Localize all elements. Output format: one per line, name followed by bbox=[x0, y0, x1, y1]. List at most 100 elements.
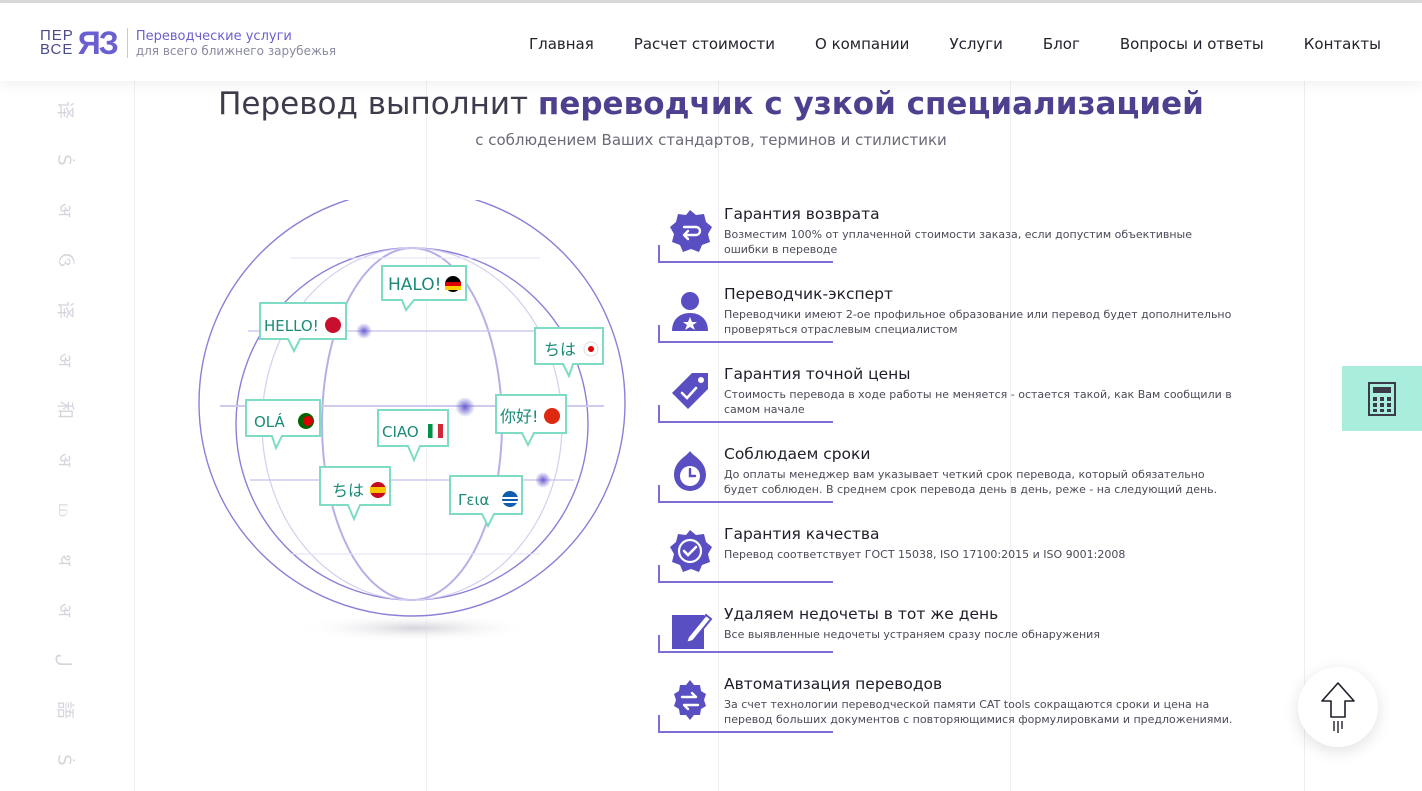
logo[interactable]: ПЕР ВСЕ ЯЗ Переводческие услуги для всег… bbox=[40, 25, 336, 61]
arrow-up-icon bbox=[1321, 682, 1355, 733]
feature-corner-line bbox=[658, 485, 660, 503]
feature-title: Гарантия точной цены bbox=[724, 365, 911, 383]
main-nav: Главная Расчет стоимости О компании Услу… bbox=[529, 35, 1381, 53]
bubble-text: Γεια bbox=[458, 491, 490, 509]
feature-corner-line bbox=[658, 405, 660, 423]
feature-deadlines: Соблюдаем сроки До оплаты менеджер вам у… bbox=[658, 445, 1238, 525]
globe-shadow bbox=[295, 614, 535, 642]
calculator-icon bbox=[1368, 381, 1396, 416]
feature-desc: Все выявленные недочеты устраняем сразу … bbox=[724, 628, 1100, 641]
scroll-to-top-button[interactable] bbox=[1298, 667, 1378, 747]
bubble-ciao: CIAO bbox=[377, 409, 449, 463]
feature-underline bbox=[658, 731, 833, 733]
feature-automation: Автоматизация переводов За счет технолог… bbox=[658, 675, 1238, 755]
feature-expert: Переводчик-эксперт Переводчики имеют 2-о… bbox=[658, 285, 1238, 365]
glyph: अ bbox=[53, 203, 75, 217]
logo-wordmark: ПЕР ВСЕ bbox=[40, 27, 74, 58]
feature-title: Удаляем недочеты в тот же день bbox=[724, 605, 999, 623]
logo-separator bbox=[126, 28, 128, 58]
glyph: अ bbox=[53, 603, 75, 617]
features-list: Гарантия возврата Возместим 100% от упла… bbox=[658, 205, 1238, 755]
feature-underline bbox=[658, 501, 833, 503]
bubble-jp2: ちは bbox=[319, 466, 391, 522]
price-tag-icon bbox=[672, 373, 708, 409]
feature-underline bbox=[658, 341, 833, 343]
logo-line2: ВСЕ bbox=[40, 41, 74, 58]
feature-title: Гарантия качества bbox=[724, 525, 880, 543]
glyph: Ṡ bbox=[54, 154, 75, 166]
feature-title: Переводчик-эксперт bbox=[724, 285, 894, 303]
feature-title: Соблюдаем сроки bbox=[724, 445, 871, 463]
globe-outer-ring bbox=[198, 200, 626, 617]
nav-pricing[interactable]: Расчет стоимости bbox=[633, 35, 775, 53]
glyph: थ bbox=[53, 554, 75, 566]
feature-desc: Перевод соответствует ГОСТ 15038, ISO 17… bbox=[724, 548, 1126, 561]
bubble-geia: Γεια bbox=[449, 475, 523, 529]
nav-contacts[interactable]: Контакты bbox=[1303, 35, 1381, 53]
bubble-text: ちは bbox=[544, 340, 576, 359]
clock-icon bbox=[674, 451, 706, 491]
feature-desc: Переводчики имеют 2-ое профильное образо… bbox=[724, 308, 1232, 336]
nav-about[interactable]: О компании bbox=[815, 35, 910, 53]
feature-fixes: Удаляем недочеты в тот же день Все выявл… bbox=[658, 605, 1238, 675]
bubble-halo: HALO! bbox=[381, 265, 467, 312]
nav-blog[interactable]: Блог bbox=[1042, 35, 1080, 53]
globe-node bbox=[356, 323, 372, 339]
title-bold: переводчик с узкой специализацией bbox=[537, 86, 1204, 122]
bubble-nihao: 你好! bbox=[495, 394, 567, 448]
feature-underline bbox=[658, 651, 833, 653]
feature-desc: За счет технологии переводческой памяти … bbox=[724, 698, 1233, 726]
bubble-text: 你好! bbox=[500, 407, 538, 426]
expert-icon bbox=[672, 292, 708, 331]
page-subtitle: с соблюдением Ваших стандартов, терминов… bbox=[475, 131, 947, 149]
globe-node bbox=[455, 397, 475, 417]
guide-line bbox=[134, 81, 135, 791]
bubble-hello: HELLO! bbox=[259, 302, 347, 354]
title-regular: Перевод выполнит bbox=[218, 86, 529, 122]
feature-refund: Гарантия возврата Возместим 100% от упла… bbox=[658, 205, 1238, 285]
guide-line bbox=[1304, 81, 1305, 791]
calculator-button[interactable] bbox=[1342, 366, 1422, 431]
feature-desc: До оплаты менеджер вам указывает четкий … bbox=[724, 468, 1218, 496]
glyph: ﻝ bbox=[53, 653, 75, 667]
feature-quality: Гарантия качества Перевод соответствует … bbox=[658, 525, 1238, 605]
bubble-text: HALO! bbox=[388, 275, 441, 295]
quality-check-icon bbox=[670, 530, 712, 572]
logo-tagline: Переводческие услуги для всего ближнего … bbox=[136, 29, 336, 58]
feature-corner-line bbox=[658, 245, 660, 263]
feature-underline bbox=[658, 261, 833, 263]
site-header: ПЕР ВСЕ ЯЗ Переводческие услуги для всег… bbox=[0, 3, 1422, 81]
tagline-secondary: для всего ближнего зарубежья bbox=[135, 43, 337, 58]
feature-price: Гарантия точной цены Стоимость перевода … bbox=[658, 365, 1238, 445]
bubble-jp1: ちは bbox=[534, 327, 604, 379]
bubble-text: ちは bbox=[332, 481, 364, 500]
bubble-ola: OLÁ bbox=[245, 399, 321, 451]
guide-line bbox=[1010, 81, 1011, 791]
nav-home[interactable]: Главная bbox=[528, 35, 594, 53]
glyph: ம bbox=[53, 502, 75, 518]
edit-icon bbox=[672, 613, 713, 649]
decorative-glyph-column: 译 Ṡ अ ઉ 译 अ 和 अ ம थ अ ﻝ 語 Ṡ bbox=[52, 95, 76, 775]
nav-services[interactable]: Услуги bbox=[949, 35, 1003, 53]
feature-desc: Стоимость перевода в ходе работы не меня… bbox=[724, 388, 1232, 416]
bubble-text: HELLO! bbox=[264, 317, 319, 335]
feature-underline bbox=[658, 421, 833, 423]
bubble-text: OLÁ bbox=[254, 412, 286, 431]
top-border bbox=[0, 0, 1422, 3]
glyph: ઉ bbox=[53, 253, 75, 267]
glyph: 語 bbox=[54, 701, 75, 719]
globe-illustration: HALO! HELLO! ちは OLÁ CIAO 你好! ちは Γεια bbox=[198, 200, 626, 642]
feature-corner-line bbox=[658, 635, 660, 653]
glyph: 译 bbox=[54, 301, 75, 319]
nav-faq[interactable]: Вопросы и ответы bbox=[1119, 35, 1264, 53]
feature-corner-line bbox=[658, 715, 660, 733]
globe-node bbox=[535, 472, 551, 488]
logo-line1: ПЕР bbox=[40, 27, 74, 44]
feature-desc: Возместим 100% от уплаченной стоимости з… bbox=[724, 228, 1192, 256]
refund-icon bbox=[670, 210, 712, 252]
guide-line bbox=[718, 81, 719, 791]
bubble-text: CIAO bbox=[382, 423, 419, 441]
page-title: Перевод выполнит переводчик с узкой спец… bbox=[0, 86, 1422, 122]
glyph: 和 bbox=[54, 401, 75, 419]
feature-corner-line bbox=[658, 325, 660, 343]
